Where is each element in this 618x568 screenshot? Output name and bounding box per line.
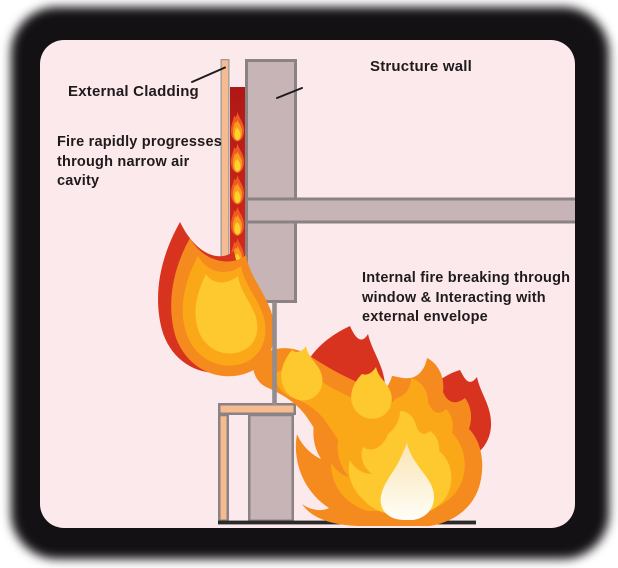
structure-wall-label: Structure wall [370, 58, 472, 75]
cavity-note-line: cavity [57, 173, 100, 189]
cavity-note: Fire rapidly progresses through narrow a… [57, 133, 237, 192]
external-cladding-label: External Cladding [68, 83, 199, 100]
window-note-line: Internal fire breaking through [362, 270, 571, 286]
pointer-line-cladding [191, 66, 226, 83]
window-note-line: window & Interacting with [362, 289, 546, 306]
cavity-note-line: through narrow air [57, 153, 190, 170]
diagram-card: External Cladding Structure wall Fire ra… [40, 40, 575, 528]
cavity-note-line: Fire rapidly progresses [57, 134, 222, 150]
pointer-line-wall [276, 87, 303, 99]
window-glass-shape [272, 302, 277, 405]
window-note: Internal fire breaking through window & … [362, 269, 575, 328]
lower-wall-shape [218, 403, 296, 522]
flame-large-icon [158, 222, 492, 526]
floor-slab-shape [245, 197, 575, 224]
structure-wall-shape [245, 59, 297, 303]
flame-core [380, 443, 434, 520]
window-note-line: external envelope [362, 309, 488, 325]
fire-spread-diagram [158, 58, 575, 526]
